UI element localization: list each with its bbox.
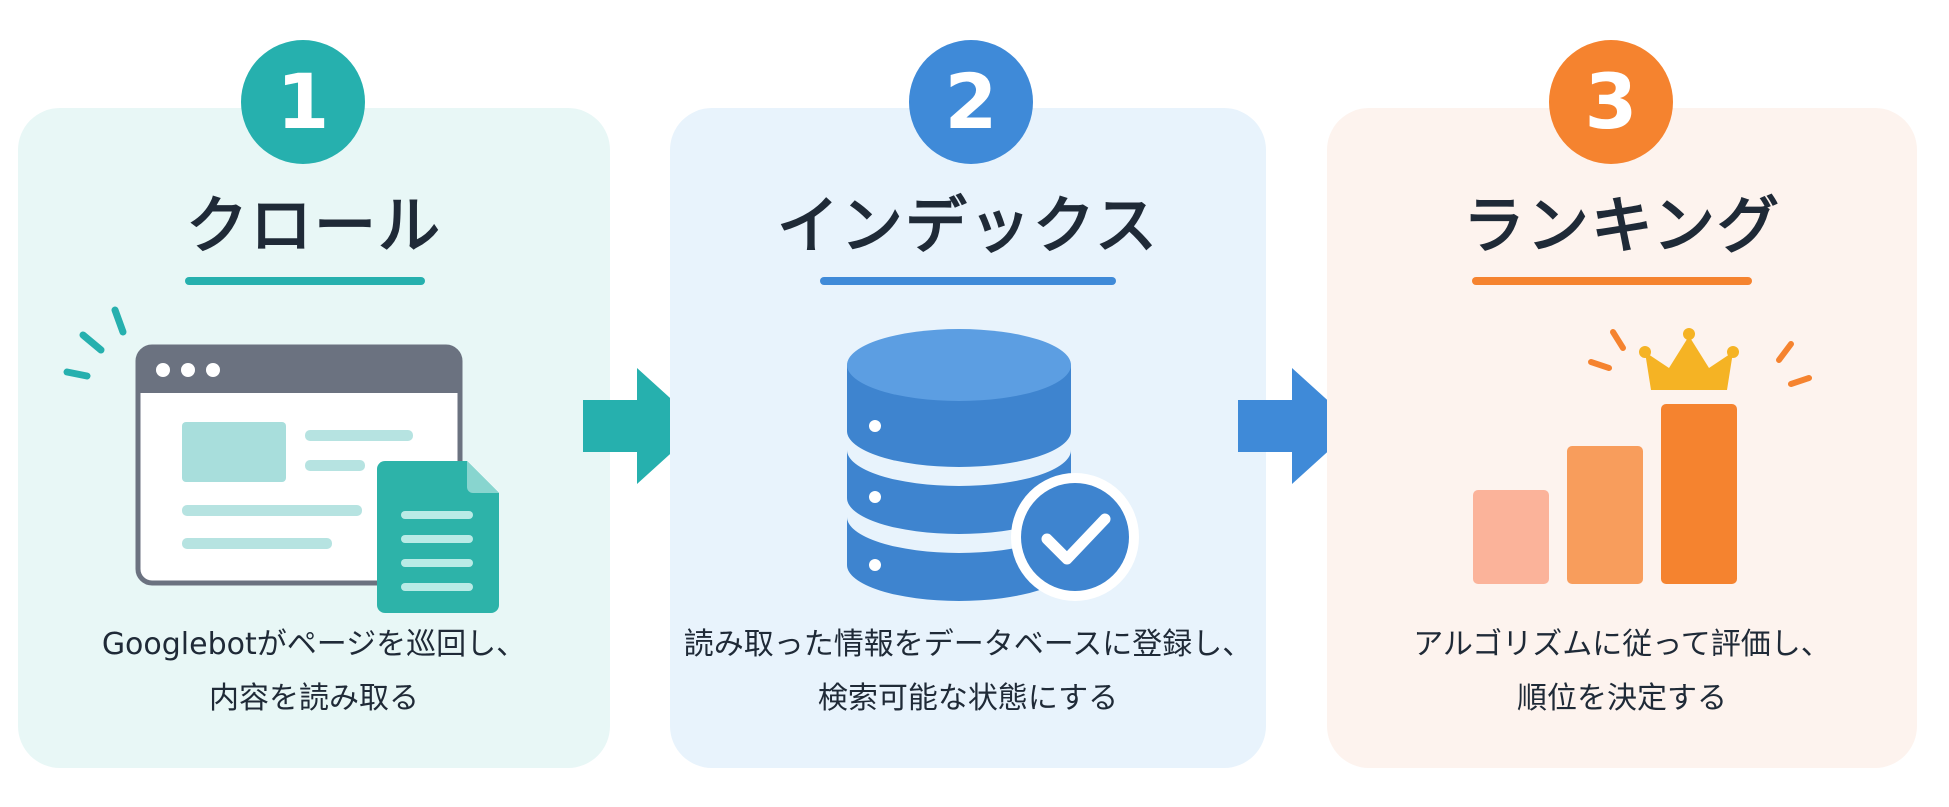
step-description: 読み取った情報をデータベースに登録し、 検索可能な状態にする bbox=[670, 618, 1266, 726]
step-title: インデックス bbox=[776, 189, 1160, 262]
browser-document-icon bbox=[63, 306, 499, 613]
bar-chart-crown-icon bbox=[1473, 328, 1812, 584]
step-card-ranking bbox=[1327, 108, 1917, 768]
arrow-right-icon bbox=[1238, 368, 1356, 484]
bar-chart-icon bbox=[1473, 404, 1737, 584]
database-icon bbox=[847, 329, 1071, 601]
title-underline bbox=[820, 277, 1116, 285]
title-underline bbox=[185, 277, 425, 285]
database-check-icon bbox=[847, 329, 1139, 601]
arrow-right-icon bbox=[583, 368, 701, 484]
spark-lines-icon bbox=[1588, 329, 1812, 387]
description-line: 順位を決定する bbox=[1517, 681, 1727, 716]
description-line: 読み取った情報をデータベースに登録し、 bbox=[683, 627, 1253, 662]
description-line: アルゴリズムに従って評価し、 bbox=[1413, 627, 1831, 662]
crown-icon bbox=[1639, 328, 1739, 390]
step-number-badge: 3 bbox=[1549, 40, 1673, 164]
description-line: 内容を読み取る bbox=[209, 681, 419, 716]
description-line: 検索可能な状態にする bbox=[817, 681, 1119, 716]
step-title: ランキング bbox=[1462, 189, 1782, 262]
step-number-badge: 2 bbox=[909, 40, 1033, 164]
step-description: アルゴリズムに従って評価し、 順位を決定する bbox=[1327, 618, 1917, 726]
step-title: クロール bbox=[185, 189, 442, 262]
document-icon bbox=[377, 461, 499, 613]
spark-lines-icon bbox=[63, 306, 127, 380]
description-line: Googlebotがページを巡回し、 bbox=[101, 627, 527, 662]
check-circle-icon bbox=[1011, 473, 1139, 601]
step-number-badge: 1 bbox=[241, 40, 365, 164]
title-underline bbox=[1472, 277, 1752, 285]
step-description: Googlebotがページを巡回し、 内容を読み取る bbox=[18, 618, 610, 726]
